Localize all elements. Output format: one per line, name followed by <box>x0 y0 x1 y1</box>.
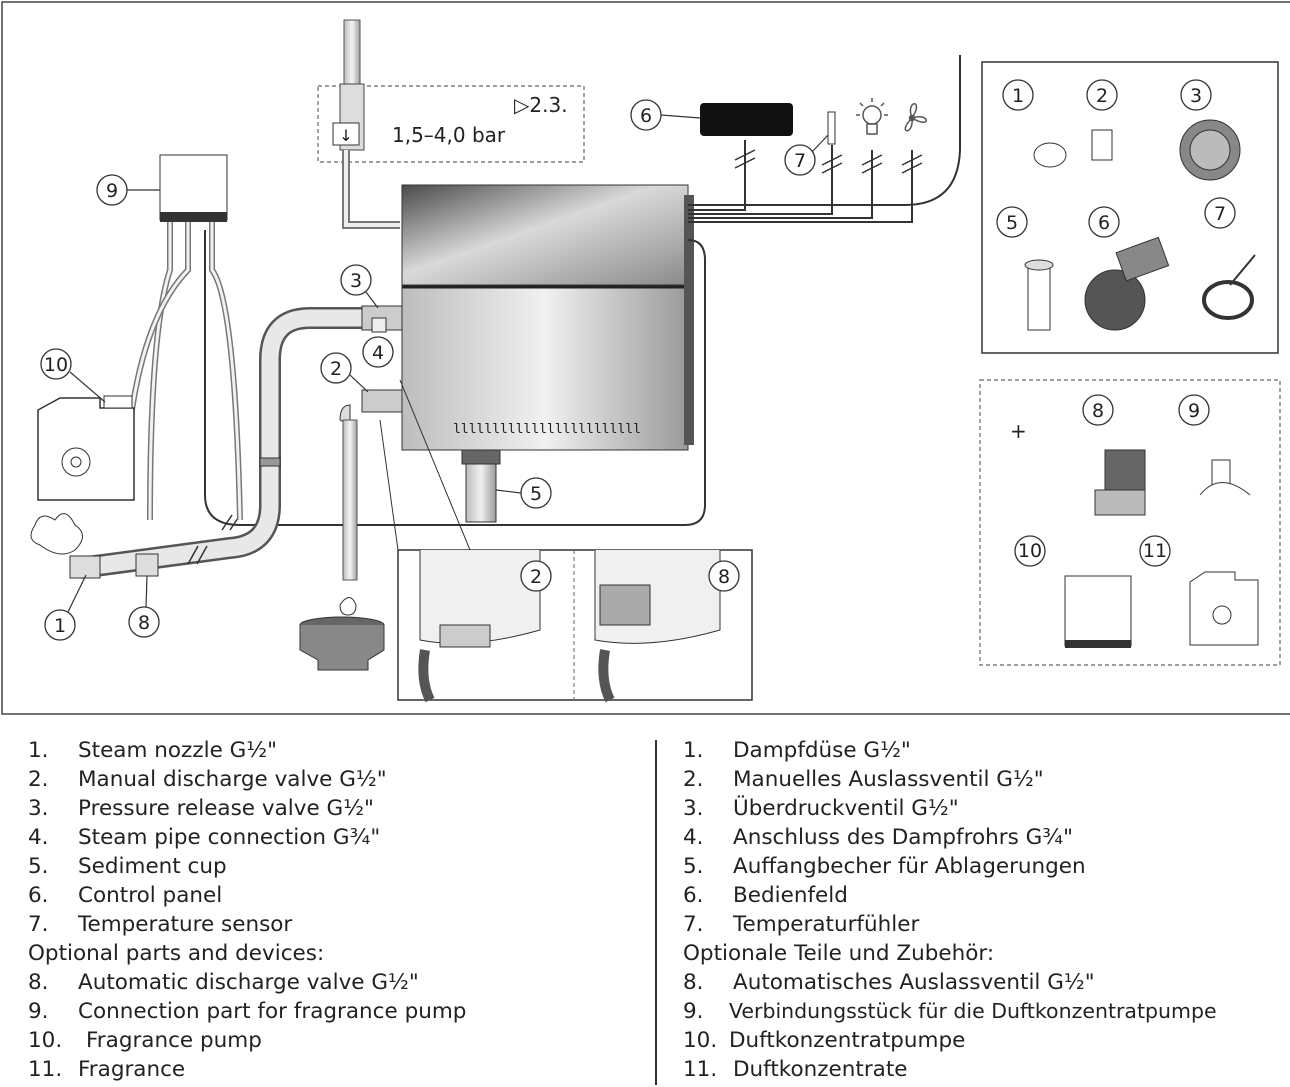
svg-text:5: 5 <box>530 483 542 505</box>
inlet-detail-box <box>317 85 585 163</box>
legend-de-item-6: 6.Bedienfeld <box>683 883 848 908</box>
steam-generator-unit: llllllllllllllllllllllll <box>401 184 694 451</box>
legend-de-optional-heading: Optionale Teile und Zubehör: <box>683 941 995 966</box>
svg-text:6: 6 <box>640 105 652 127</box>
svg-text:2: 2 <box>1096 85 1108 107</box>
legend-en-item-11: 11.Fragrance <box>28 1057 186 1082</box>
svg-text:7: 7 <box>794 150 806 172</box>
inlet-pressure: 1,5–4,0 bar <box>392 123 506 147</box>
callout-3 <box>340 264 372 296</box>
valve-detail-inset <box>379 379 753 703</box>
legend-en-item-7: 7.Temperature sensor <box>28 912 293 937</box>
svg-text:1: 1 <box>54 615 66 637</box>
hose-connector <box>135 553 159 577</box>
svg-text:10: 10 <box>1018 540 1042 562</box>
legend-en-item-6: 6.Control panel <box>28 883 223 908</box>
legend-en-item-5: 5.Sediment cup <box>28 854 227 879</box>
sediment-cup <box>461 449 501 523</box>
manual-discharge-valve <box>339 389 403 616</box>
svg-text:7: 7 <box>1214 203 1226 225</box>
legend-en-item-1: 1.Steam nozzle G½" <box>28 738 278 763</box>
legend-german: 1.Dampfdüse G½" 2.Manuelles Auslassventi… <box>683 736 1217 1084</box>
svg-text:8: 8 <box>718 566 730 588</box>
legend-divider <box>655 740 657 1085</box>
callout-opt-9 <box>1178 394 1210 426</box>
svg-text:llllllllllllllllllllllll: llllllllllllllllllllllll <box>453 422 641 437</box>
svg-text:4: 4 <box>372 342 384 364</box>
fan-icon <box>904 103 927 132</box>
diagram-frame <box>1 1 1290 715</box>
callout-box-1 <box>1002 79 1034 111</box>
legend-en-item-10: 10.Fragrance pump <box>28 1028 262 1053</box>
legend-de-item-4: 4.Anschluss des Dampfrohrs G¾" <box>683 825 1074 850</box>
legend-en-item-3: 3.Pressure release valve G½" <box>28 796 374 821</box>
callout-numbers: 1 8 9 10 3 4 2 5 6 7 2 8 1 2 3 5 6 7 8 9… <box>44 85 1226 637</box>
legend-de-item-3: 3.Überdruckventil G½" <box>683 796 959 821</box>
legend-de-item-7: 7.Temperaturfühler <box>683 912 920 937</box>
svg-text:5: 5 <box>1006 212 1018 234</box>
svg-text:2: 2 <box>330 358 342 380</box>
svg-text:3: 3 <box>1190 85 1202 107</box>
legend-de-item-2: 2.Manuelles Auslassventil G½" <box>683 767 1044 792</box>
control-panel <box>700 103 793 136</box>
callout-7 <box>784 144 816 176</box>
callout-inset-2 <box>520 560 552 592</box>
callout-inset-8 <box>708 560 740 592</box>
svg-text:3: 3 <box>350 270 362 292</box>
legend-en-item-8: 8.Automatic discharge valve G½" <box>28 970 419 995</box>
legend-english: 1.Steam nozzle G½" 2.Manual discharge va… <box>28 736 466 1084</box>
callout-opt-11 <box>1139 535 1171 567</box>
legend-de-item-10: 10.Duftkonzentratpumpe <box>683 1028 966 1053</box>
callout-1 <box>44 609 76 641</box>
callout-opt-10 <box>1014 535 1046 567</box>
inlet-ref: ▷2.3. <box>514 93 568 117</box>
svg-text:6: 6 <box>1098 212 1110 234</box>
callout-box-6 <box>1088 206 1120 238</box>
legend-de-item-8: 8.Automatisches Auslassventil G½" <box>683 970 1095 995</box>
svg-text:9: 9 <box>106 180 118 202</box>
callout-2 <box>320 352 352 384</box>
svg-text:↓: ↓ <box>339 126 352 145</box>
steam-nozzle <box>30 513 101 579</box>
fragrance-canister <box>37 395 135 501</box>
callout-box-7 <box>1204 197 1236 229</box>
legend-de-item-1: 1.Dampfdüse G½" <box>683 738 911 763</box>
callout-box-3 <box>1180 79 1212 111</box>
drain-funnel <box>299 616 385 671</box>
legend-en-item-2: 2.Manual discharge valve G½" <box>28 767 387 792</box>
svg-text:10: 10 <box>44 354 68 376</box>
legend-de-item-9: 9.Verbindungsstück für die Duftkonzentra… <box>683 999 1217 1024</box>
callout-4 <box>362 336 394 368</box>
svg-text:1: 1 <box>1012 85 1024 107</box>
steam-hose <box>78 307 365 579</box>
fragrance-connection-box <box>121 154 243 521</box>
optional-plus: + <box>1010 419 1027 443</box>
optional-parts-box: + <box>979 379 1281 666</box>
svg-text:2: 2 <box>530 566 542 588</box>
water-inlet-pipe: ↓ <box>332 19 400 229</box>
legend-en-item-4: 4.Steam pipe connection G¾" <box>28 825 381 850</box>
callout-opt-8 <box>1082 394 1114 426</box>
pressure-release-valve <box>361 305 403 333</box>
installation-diagram: ▷2.3. 1,5–4,0 bar ↓ llllllllllllllllllll… <box>1 1 1290 715</box>
callout-10 <box>40 348 72 380</box>
legend-en-optional-heading: Optional parts and devices: <box>28 941 325 966</box>
temperature-sensor <box>827 111 836 145</box>
svg-text:9: 9 <box>1188 400 1200 422</box>
callout-box-5 <box>996 206 1028 238</box>
light-icon <box>856 98 888 135</box>
callouts <box>40 79 1236 641</box>
legend-de-item-5: 5.Auffangbecher für Ablagerungen <box>683 854 1086 879</box>
callout-8 <box>128 606 160 638</box>
svg-text:8: 8 <box>138 612 150 634</box>
svg-text:11: 11 <box>1143 540 1167 562</box>
legend-en-item-9: 9.Connection part for fragrance pump <box>28 999 467 1024</box>
svg-text:8: 8 <box>1092 400 1104 422</box>
legend-de-item-11: 11.Duftkonzentrate <box>683 1057 908 1082</box>
callout-box-2 <box>1086 79 1118 111</box>
